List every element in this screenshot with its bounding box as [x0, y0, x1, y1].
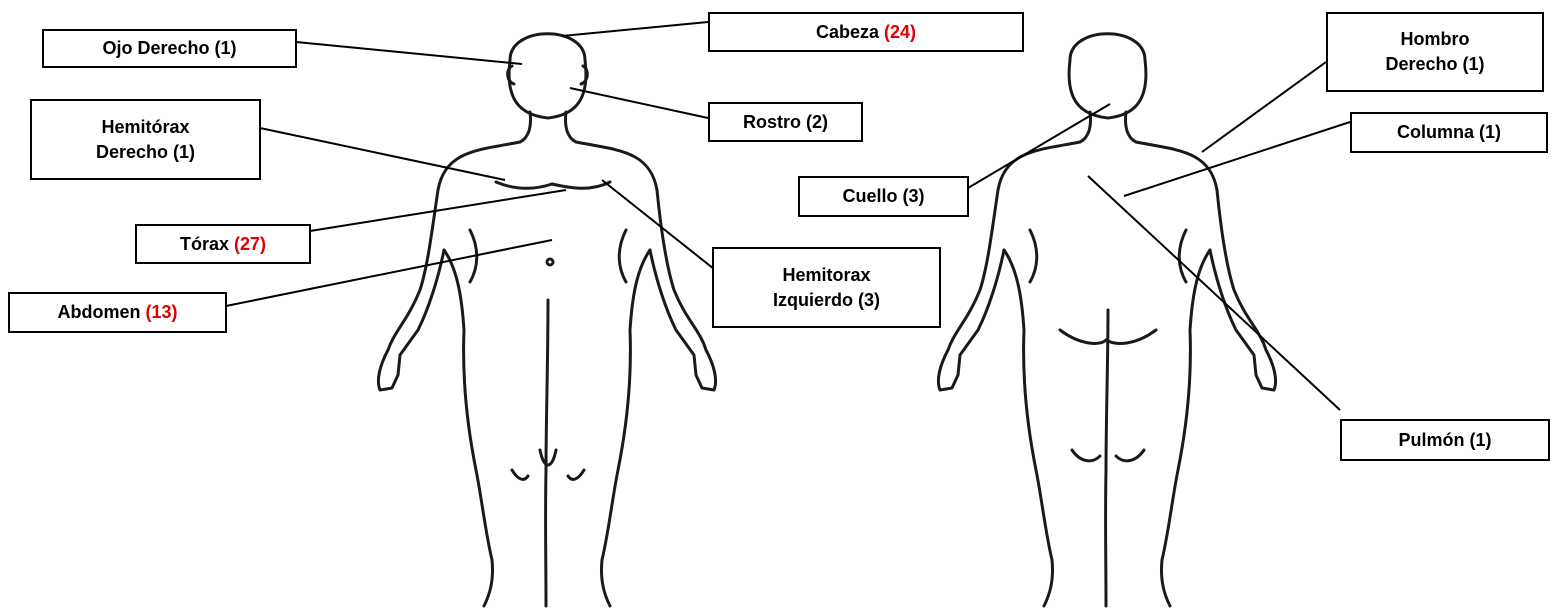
cabeza-name: Cabeza: [816, 22, 879, 42]
leader-hombro-derecho: [1202, 62, 1326, 152]
cabeza-count: (24): [884, 22, 916, 42]
columna-label: Columna (1): [1350, 112, 1548, 153]
cabeza-label: Cabeza (24): [708, 12, 1024, 52]
torax-count: (27): [234, 234, 266, 254]
leader-ojo-derecho: [296, 42, 522, 64]
torax-name: Tórax: [180, 234, 229, 254]
back-body-figure: [938, 34, 1275, 606]
hemitorax-izquierdo-label: Hemitorax Izquierdo (3): [712, 247, 941, 328]
pulmon-label: Pulmón (1): [1340, 419, 1550, 461]
cuello-label: Cuello (3): [798, 176, 969, 217]
hemitorax-derecho-label: Hemitórax Derecho (1): [30, 99, 261, 180]
leader-rostro: [570, 88, 708, 118]
abdomen-name: Abdomen: [57, 302, 140, 322]
ojo-derecho-label: Ojo Derecho (1): [42, 29, 297, 68]
rostro-label: Rostro (2): [708, 102, 863, 142]
leader-pulmon: [1088, 176, 1340, 410]
abdomen-count: (13): [146, 302, 178, 322]
abdomen-label: Abdomen (13): [8, 292, 227, 333]
torax-label: Tórax (27): [135, 224, 311, 264]
leader-cabeza: [562, 22, 708, 36]
hombro-derecho-label: Hombro Derecho (1): [1326, 12, 1544, 92]
front-body-figure: [378, 34, 715, 606]
leader-columna: [1124, 122, 1350, 196]
